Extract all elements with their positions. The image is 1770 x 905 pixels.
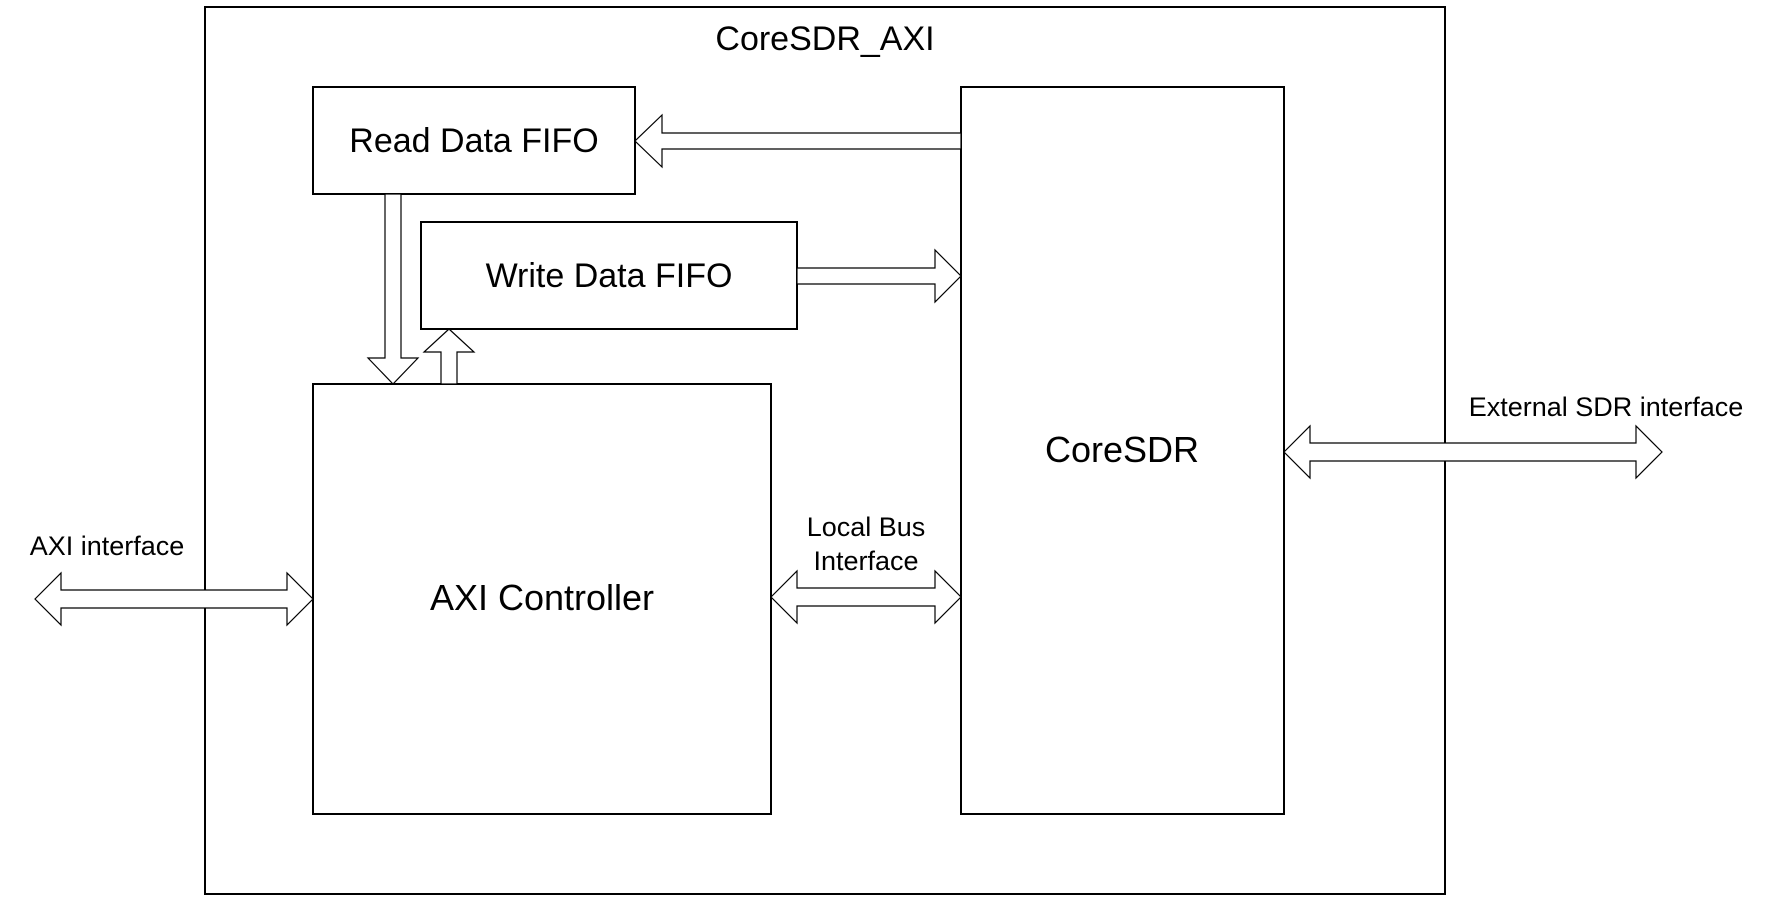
coresdr-to-read-fifo-arrow bbox=[634, 113, 962, 169]
write-fifo-to-coresdr-arrow bbox=[796, 248, 962, 304]
read-data-fifo-label: Read Data FIFO bbox=[349, 122, 598, 160]
axi-controller-to-write-fifo-arrow bbox=[422, 328, 476, 385]
local-bus-label-line1: Local Bus bbox=[807, 512, 926, 542]
write-data-fifo-block bbox=[420, 221, 798, 330]
axi-controller-block bbox=[312, 383, 772, 815]
read-data-fifo-block bbox=[312, 86, 636, 195]
axi-interface-double-arrow bbox=[34, 571, 314, 627]
axi-interface-label: AXI interface bbox=[30, 531, 185, 561]
read-fifo-to-axi-controller-arrow bbox=[366, 193, 420, 385]
write-data-fifo-label: Write Data FIFO bbox=[486, 257, 733, 295]
axi-controller-label: AXI Controller bbox=[430, 577, 654, 618]
local-bus-double-arrow bbox=[770, 569, 962, 625]
local-bus-label-line2: Interface bbox=[813, 546, 918, 576]
coresdr-label: CoreSDR bbox=[1045, 429, 1199, 470]
external-sdr-double-arrow bbox=[1283, 424, 1663, 480]
coresdr-block bbox=[960, 86, 1285, 815]
external-sdr-label: External SDR interface bbox=[1469, 392, 1744, 422]
coresdr-axi-title: CoreSDR_AXI bbox=[715, 20, 934, 58]
